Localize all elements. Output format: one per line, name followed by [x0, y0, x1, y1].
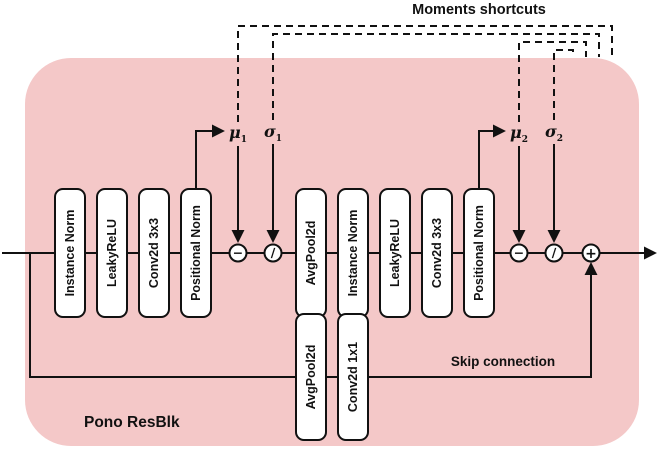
mu-symbol: μ [229, 123, 241, 142]
sigma-subscript: 2 [557, 134, 563, 144]
sigma2-label: σ2 [545, 122, 563, 144]
mu1-label: μ1 [229, 123, 247, 145]
sigma1-shortcut-line [272, 33, 600, 120]
mu-subscript: 2 [522, 135, 528, 145]
node-box [138, 188, 170, 318]
node-box [96, 188, 128, 318]
divide-operator-1: ∕ [263, 243, 283, 263]
divide-circle [263, 243, 283, 263]
node-label: Instance Norm [63, 210, 77, 297]
node-box [54, 188, 86, 318]
positional-norm-1-moment-branch [195, 124, 225, 189]
node-label: LeakyReLU [388, 219, 402, 287]
node-avgpool2d-skip: AvgPool2d [295, 313, 327, 441]
node-positional-norm-1: Positional Norm [180, 188, 212, 318]
subtract-circle [228, 243, 248, 263]
node-box [337, 313, 369, 441]
node-label: Conv2d 1x1 [346, 342, 360, 412]
slash-icon: ∕ [552, 245, 557, 260]
node-leakyrelu-2: LeakyReLU [379, 188, 411, 318]
mu-symbol: μ [510, 123, 522, 142]
node-positional-norm-2: Positional Norm [463, 188, 495, 318]
node-label: Conv2d 3x3 [147, 218, 161, 288]
node-label: LeakyReLU [105, 219, 119, 287]
node-box [463, 188, 495, 318]
node-conv2d-1x1: Conv2d 1x1 [337, 313, 369, 441]
add-operator: + [581, 243, 601, 263]
plus-icon: + [585, 246, 597, 262]
moments-shortcuts-title: Moments shortcuts [412, 2, 546, 18]
skip-path-nodes: AvgPool2d Conv2d 1x1 [295, 313, 369, 441]
add-circle [581, 243, 601, 263]
node-label: AvgPool2d [304, 221, 318, 286]
node-box [180, 188, 212, 318]
mu2-shortcut-line [518, 41, 587, 122]
pono-resblk-label: Pono ResBlk [84, 414, 180, 431]
node-conv2d-3x3-1: Conv2d 3x3 [138, 188, 170, 318]
sigma-symbol: σ [264, 122, 276, 141]
sigma-symbol: σ [545, 122, 557, 141]
node-label: AvgPool2d [304, 345, 318, 410]
divide-circle [544, 243, 564, 263]
node-label: Conv2d 3x3 [430, 218, 444, 288]
node-box [421, 188, 453, 318]
node-instance-norm-2: Instance Norm [337, 188, 369, 318]
node-label: Positional Norm [189, 205, 203, 301]
moment-branch-arrows [195, 124, 506, 189]
sigma-subscript: 1 [276, 134, 282, 144]
moment-arrows [231, 144, 561, 243]
positional-norm-2-moment-branch [478, 124, 506, 189]
node-label: Instance Norm [346, 210, 360, 297]
node-box [379, 188, 411, 318]
minus-icon: − [514, 245, 524, 260]
main-path-nodes: Instance Norm LeakyReLU Conv2d 3x3 Posit… [54, 188, 495, 318]
mu-subscript: 1 [241, 135, 247, 145]
node-box [295, 313, 327, 441]
operators: − ∕ − ∕ + [228, 243, 601, 263]
node-leakyrelu-1: LeakyReLU [96, 188, 128, 318]
moments-shortcut-lines [237, 25, 613, 122]
subtract-circle [509, 243, 529, 263]
skip-connection-label: Skip connection [451, 354, 555, 369]
subtract-operator-2: − [509, 243, 529, 263]
node-avgpool2d-main: AvgPool2d [295, 188, 327, 318]
node-conv2d-3x3-2: Conv2d 3x3 [421, 188, 453, 318]
node-label: Positional Norm [472, 205, 486, 301]
slash-icon: ∕ [271, 245, 276, 260]
moment-labels: μ1 σ1 μ2 σ2 [229, 122, 563, 145]
sigma1-label: σ1 [264, 122, 282, 144]
mu1-shortcut-line [237, 25, 613, 122]
minus-icon: − [233, 245, 243, 260]
node-instance-norm-1: Instance Norm [54, 188, 86, 318]
subtract-operator-1: − [228, 243, 248, 263]
divide-operator-2: ∕ [544, 243, 564, 263]
mu2-label: μ2 [510, 123, 528, 145]
